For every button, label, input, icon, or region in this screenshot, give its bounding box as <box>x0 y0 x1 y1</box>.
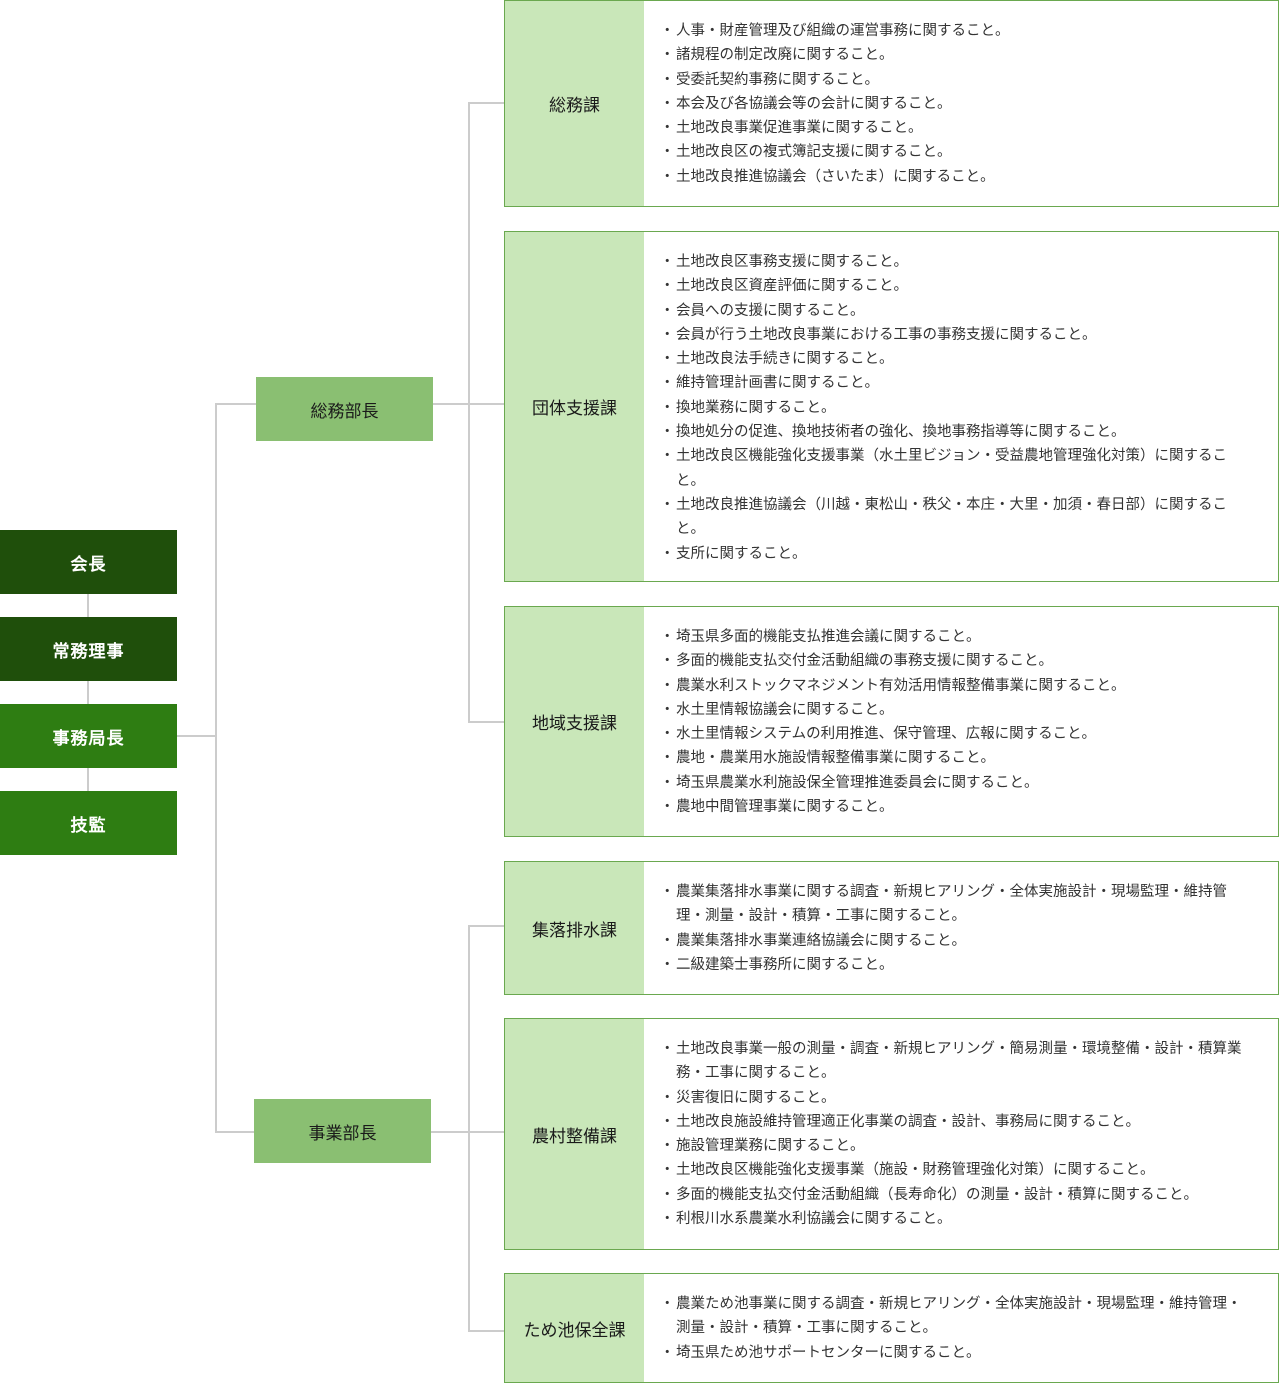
connector-line <box>468 102 470 723</box>
duty-item: 維持管理計画書に関すること。 <box>660 371 1248 396</box>
duty-item: 土地改良区機能強化支援事業（水土里ビジョン・受益農地管理強化対策）に関すること。 <box>660 444 1248 493</box>
duty-item: 多面的機能支払交付金活動組織（長寿命化）の測量・設計・積算に関すること。 <box>660 1183 1248 1208</box>
department-name: 集落排水課 <box>505 862 644 994</box>
duty-item: 水土里情報システムの利用推進、保守管理、広報に関すること。 <box>660 722 1248 747</box>
duty-item: 換地業務に関すること。 <box>660 396 1248 421</box>
department-name: 総務課 <box>505 1 644 206</box>
exec-box-secretary-general: 事務局長 <box>0 704 177 768</box>
duty-item: 農地中間管理事業に関すること。 <box>660 795 1248 820</box>
connector-line <box>468 1131 504 1133</box>
director-box-projects: 事業部長 <box>254 1099 431 1163</box>
connector-line <box>433 403 469 405</box>
department-block: 団体支援課 土地改良区事務支援に関すること。土地改良区資産評価に関すること。会員… <box>504 231 1279 582</box>
duty-item: 二級建築士事務所に関すること。 <box>660 953 1248 978</box>
duty-item: 土地改良事業促進事業に関すること。 <box>660 116 1248 141</box>
exec-box-managing-director: 常務理事 <box>0 617 177 681</box>
department-block: ため池保全課 農業ため池事業に関する調査・新規ヒアリング・全体実施設計・現場監理… <box>504 1273 1279 1383</box>
duty-list: 土地改良区事務支援に関すること。土地改良区資産評価に関すること。会員への支援に関… <box>644 232 1278 581</box>
connector-line <box>468 925 470 1332</box>
director-box-general-affairs: 総務部長 <box>256 377 433 441</box>
duty-item: 支所に関すること。 <box>660 542 1248 567</box>
department-name: 団体支援課 <box>505 232 644 581</box>
duty-item: 農地・農業用水施設情報整備事業に関すること。 <box>660 746 1248 771</box>
department-block: 農村整備課 土地改良事業一般の測量・調査・新規ヒアリング・簡易測量・環境整備・設… <box>504 1018 1279 1250</box>
duty-item: 土地改良区事務支援に関すること。 <box>660 250 1248 275</box>
duty-item: 換地処分の促進、換地技術者の強化、換地事務指導等に関すること。 <box>660 420 1248 445</box>
exec-box-engineering-supervisor: 技監 <box>0 791 177 855</box>
department-name: 農村整備課 <box>505 1019 644 1249</box>
duty-item: 埼玉県ため池サポートセンターに関すること。 <box>660 1341 1248 1366</box>
connector-line <box>215 403 256 405</box>
connector-line <box>468 403 504 405</box>
duty-item: 土地改良推進協議会（さいたま）に関すること。 <box>660 165 1248 190</box>
department-block: 集落排水課 農業集落排水事業に関する調査・新規ヒアリング・全体実施設計・現場監理… <box>504 861 1279 995</box>
exec-box-president: 会長 <box>0 530 177 594</box>
duty-list: 埼玉県多面的機能支払推進会議に関すること。多面的機能支払交付金活動組織の事務支援… <box>644 607 1278 836</box>
duty-item: 土地改良事業一般の測量・調査・新規ヒアリング・簡易測量・環境整備・設計・積算業務… <box>660 1037 1248 1086</box>
duty-item: 多面的機能支払交付金活動組織の事務支援に関すること。 <box>660 649 1248 674</box>
duty-item: 農業水利ストックマネジメント有効活用情報整備事業に関すること。 <box>660 674 1248 699</box>
duty-item: 受委託契約事務に関すること。 <box>660 68 1248 93</box>
connector-line <box>177 735 216 737</box>
connector-line <box>468 721 504 723</box>
duty-item: 施設管理業務に関すること。 <box>660 1134 1248 1159</box>
connector-line <box>431 1131 469 1133</box>
duty-list: 農業ため池事業に関する調査・新規ヒアリング・全体実施設計・現場監理・維持管理・測… <box>644 1274 1278 1382</box>
duty-item: 災害復旧に関すること。 <box>660 1086 1248 1111</box>
duty-list: 土地改良事業一般の測量・調査・新規ヒアリング・簡易測量・環境整備・設計・積算業務… <box>644 1019 1278 1249</box>
duty-item: 農業ため池事業に関する調査・新規ヒアリング・全体実施設計・現場監理・維持管理・測… <box>660 1292 1248 1341</box>
duty-item: 土地改良施設維持管理適正化事業の調査・設計、事務局に関すること。 <box>660 1110 1248 1135</box>
duty-item: 会員が行う土地改良事業における工事の事務支援に関すること。 <box>660 323 1248 348</box>
connector-line <box>215 403 217 1133</box>
connector-line <box>468 1330 504 1332</box>
duty-item: 本会及び各協議会等の会計に関すること。 <box>660 92 1248 117</box>
connector-line <box>468 925 504 927</box>
duty-item: 埼玉県農業水利施設保全管理推進委員会に関すること。 <box>660 771 1248 796</box>
department-name: 地域支援課 <box>505 607 644 836</box>
duty-item: 土地改良区資産評価に関すること。 <box>660 274 1248 299</box>
connector-line <box>215 1131 254 1133</box>
duty-item: 利根川水系農業水利協議会に関すること。 <box>660 1207 1248 1232</box>
duty-item: 水土里情報協議会に関すること。 <box>660 698 1248 723</box>
duty-item: 土地改良区機能強化支援事業（施設・財務管理強化対策）に関すること。 <box>660 1158 1248 1183</box>
department-block: 総務課 人事・財産管理及び組織の運営事務に関すること。諸規程の制定改廃に関するこ… <box>504 0 1279 207</box>
duty-item: 諸規程の制定改廃に関すること。 <box>660 43 1248 68</box>
duty-item: 土地改良推進協議会（川越・東松山・秩父・本庄・大里・加須・春日部）に関すること。 <box>660 493 1248 542</box>
duty-item: 農業集落排水事業連絡協議会に関すること。 <box>660 929 1248 954</box>
connector-line <box>87 593 89 792</box>
department-block: 地域支援課 埼玉県多面的機能支払推進会議に関すること。多面的機能支払交付金活動組… <box>504 606 1279 837</box>
duty-list: 人事・財産管理及び組織の運営事務に関すること。諸規程の制定改廃に関すること。受委… <box>644 1 1278 206</box>
duty-item: 埼玉県多面的機能支払推進会議に関すること。 <box>660 625 1248 650</box>
duty-item: 土地改良区の複式簿記支援に関すること。 <box>660 140 1248 165</box>
duty-item: 会員への支援に関すること。 <box>660 299 1248 324</box>
duty-list: 農業集落排水事業に関する調査・新規ヒアリング・全体実施設計・現場監理・維持管理・… <box>644 862 1278 994</box>
connector-line <box>468 102 504 104</box>
duty-item: 土地改良法手続きに関すること。 <box>660 347 1248 372</box>
duty-item: 人事・財産管理及び組織の運営事務に関すること。 <box>660 19 1248 44</box>
department-name: ため池保全課 <box>505 1274 644 1382</box>
duty-item: 農業集落排水事業に関する調査・新規ヒアリング・全体実施設計・現場監理・維持管理・… <box>660 880 1248 929</box>
